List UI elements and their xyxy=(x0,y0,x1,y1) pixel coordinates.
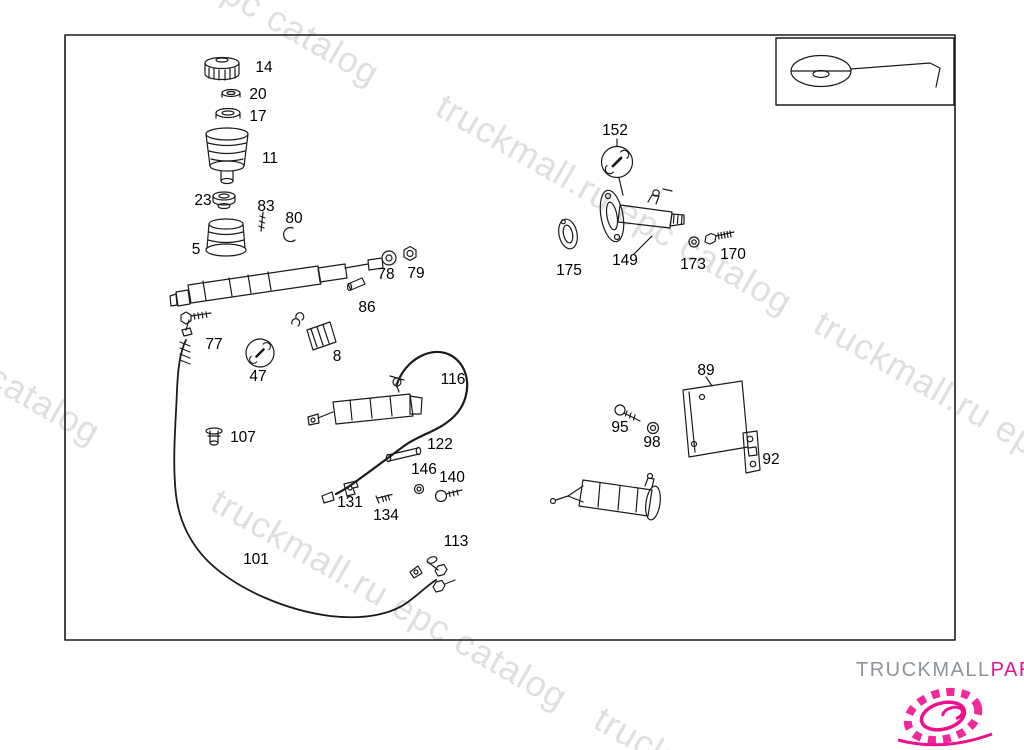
seal-17 xyxy=(215,107,241,119)
screw-134 xyxy=(375,493,393,504)
nut-79 xyxy=(403,245,417,262)
part-label-175: 175 xyxy=(556,262,582,279)
boot-8 xyxy=(291,312,337,351)
brand-logo: TRUCKMALLPARTS xyxy=(856,659,1024,682)
part-label-5: 5 xyxy=(191,241,201,258)
bolt-95 xyxy=(614,404,641,422)
part-label-17: 17 xyxy=(249,108,267,125)
part-label-79: 79 xyxy=(407,265,425,282)
part-label-146: 146 xyxy=(411,461,437,478)
part-label-95: 95 xyxy=(611,419,629,436)
hose-116 xyxy=(321,350,469,504)
bolt-140 xyxy=(434,489,463,503)
bracket-plate-89 xyxy=(682,376,749,458)
pin-83 xyxy=(258,211,266,232)
steering-wheel-icon xyxy=(775,37,955,106)
washer-98 xyxy=(646,421,660,435)
part-label-149: 149 xyxy=(612,252,638,269)
clip-80 xyxy=(283,226,296,243)
part-label-116: 116 xyxy=(440,371,466,388)
seal-20 xyxy=(221,88,241,98)
pipe-101 xyxy=(173,319,456,619)
part-label-20: 20 xyxy=(249,86,267,103)
nut-78 xyxy=(381,250,397,266)
wrench-icon-47 xyxy=(245,338,275,368)
part-label-77: 77 xyxy=(205,336,223,353)
brand-name-accent: PARTS xyxy=(990,659,1024,681)
part-label-14: 14 xyxy=(255,59,273,76)
part-label-80: 80 xyxy=(285,210,303,227)
reservoir-11 xyxy=(205,127,249,185)
washer-146 xyxy=(413,483,425,495)
clutch-master-cylinder-149 xyxy=(599,188,685,255)
part-label-173: 173 xyxy=(680,256,706,273)
clutch-cylinder-center xyxy=(307,383,423,426)
part-label-23: 23 xyxy=(194,192,212,209)
bracket-92 xyxy=(742,430,761,474)
gear-swirl-icon xyxy=(897,687,993,747)
bolt-170 xyxy=(704,230,735,245)
wrench-icon-152 xyxy=(600,138,634,196)
part-label-152: 152 xyxy=(602,122,628,139)
part-label-89: 89 xyxy=(697,362,715,379)
part-label-140: 140 xyxy=(439,469,465,486)
part-label-8: 8 xyxy=(332,348,342,365)
part-label-113: 113 xyxy=(443,533,469,550)
part-label-170: 170 xyxy=(720,246,746,263)
part-label-11: 11 xyxy=(261,150,279,167)
part-label-122: 122 xyxy=(427,436,453,453)
part-label-47: 47 xyxy=(249,368,267,385)
part-label-92: 92 xyxy=(762,451,780,468)
diagram-frame xyxy=(64,34,956,641)
clamp-131 xyxy=(343,480,359,497)
part-label-131: 131 xyxy=(337,494,363,511)
pin-86 xyxy=(346,277,366,292)
pin-122 xyxy=(385,446,422,463)
washer-173 xyxy=(688,236,700,248)
part-label-98: 98 xyxy=(643,434,661,451)
part-label-78: 78 xyxy=(377,266,395,283)
union-113 xyxy=(409,556,448,579)
reservoir-cap-14 xyxy=(204,56,240,81)
part-label-107: 107 xyxy=(230,429,256,446)
gasket-175 xyxy=(558,218,578,250)
master-cylinder-5 xyxy=(169,257,384,307)
part-label-134: 134 xyxy=(373,507,399,524)
slave-cylinder xyxy=(549,472,661,521)
brand-name-gray: TRUCKMALL xyxy=(856,659,991,681)
reservoir-cup-5 xyxy=(205,218,247,257)
fitting-107 xyxy=(205,427,223,446)
part-label-101: 101 xyxy=(243,551,269,568)
part-label-83: 83 xyxy=(257,198,275,215)
grommet-23 xyxy=(212,191,236,210)
part-label-86: 86 xyxy=(358,299,376,316)
fitting-77 xyxy=(180,311,212,325)
